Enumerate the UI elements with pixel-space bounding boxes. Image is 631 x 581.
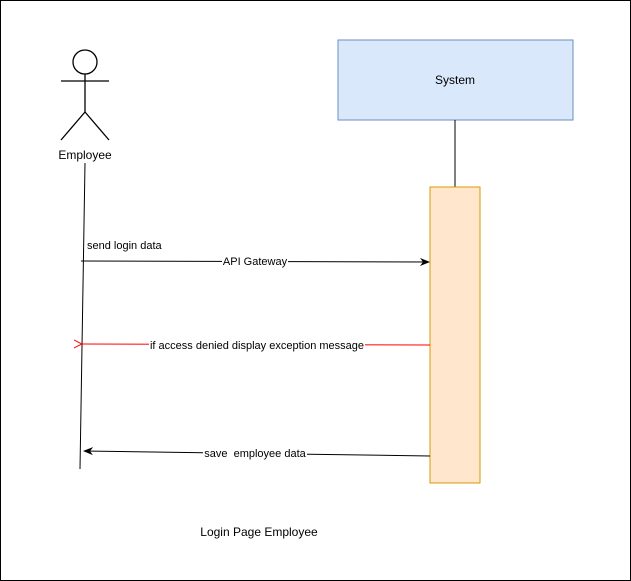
actor-head (72, 49, 98, 75)
message-api-gateway-label: API Gateway (223, 256, 288, 268)
system-box[interactable] (337, 39, 574, 121)
actor-left-leg (60, 111, 86, 141)
message-send-login-data-label: send login data (87, 240, 162, 252)
system-activation-bar[interactable] (429, 186, 481, 484)
actor-right-leg (84, 111, 110, 141)
system-label: System (435, 73, 475, 87)
message-save-employee-data-label: save employee data (204, 448, 306, 460)
message-save-employee-data-label-bg (203, 447, 307, 460)
actor-lifeline (79, 162, 86, 470)
message-api-gateway-label-bg (222, 255, 288, 268)
message-access-denied-label-bg (149, 339, 365, 352)
actor-label: Employee (58, 148, 112, 162)
diagram-caption: Login Page Employee (200, 525, 318, 539)
employee-actor[interactable] (60, 49, 110, 141)
message-access-denied-label: if access denied display exception messa… (150, 340, 364, 352)
